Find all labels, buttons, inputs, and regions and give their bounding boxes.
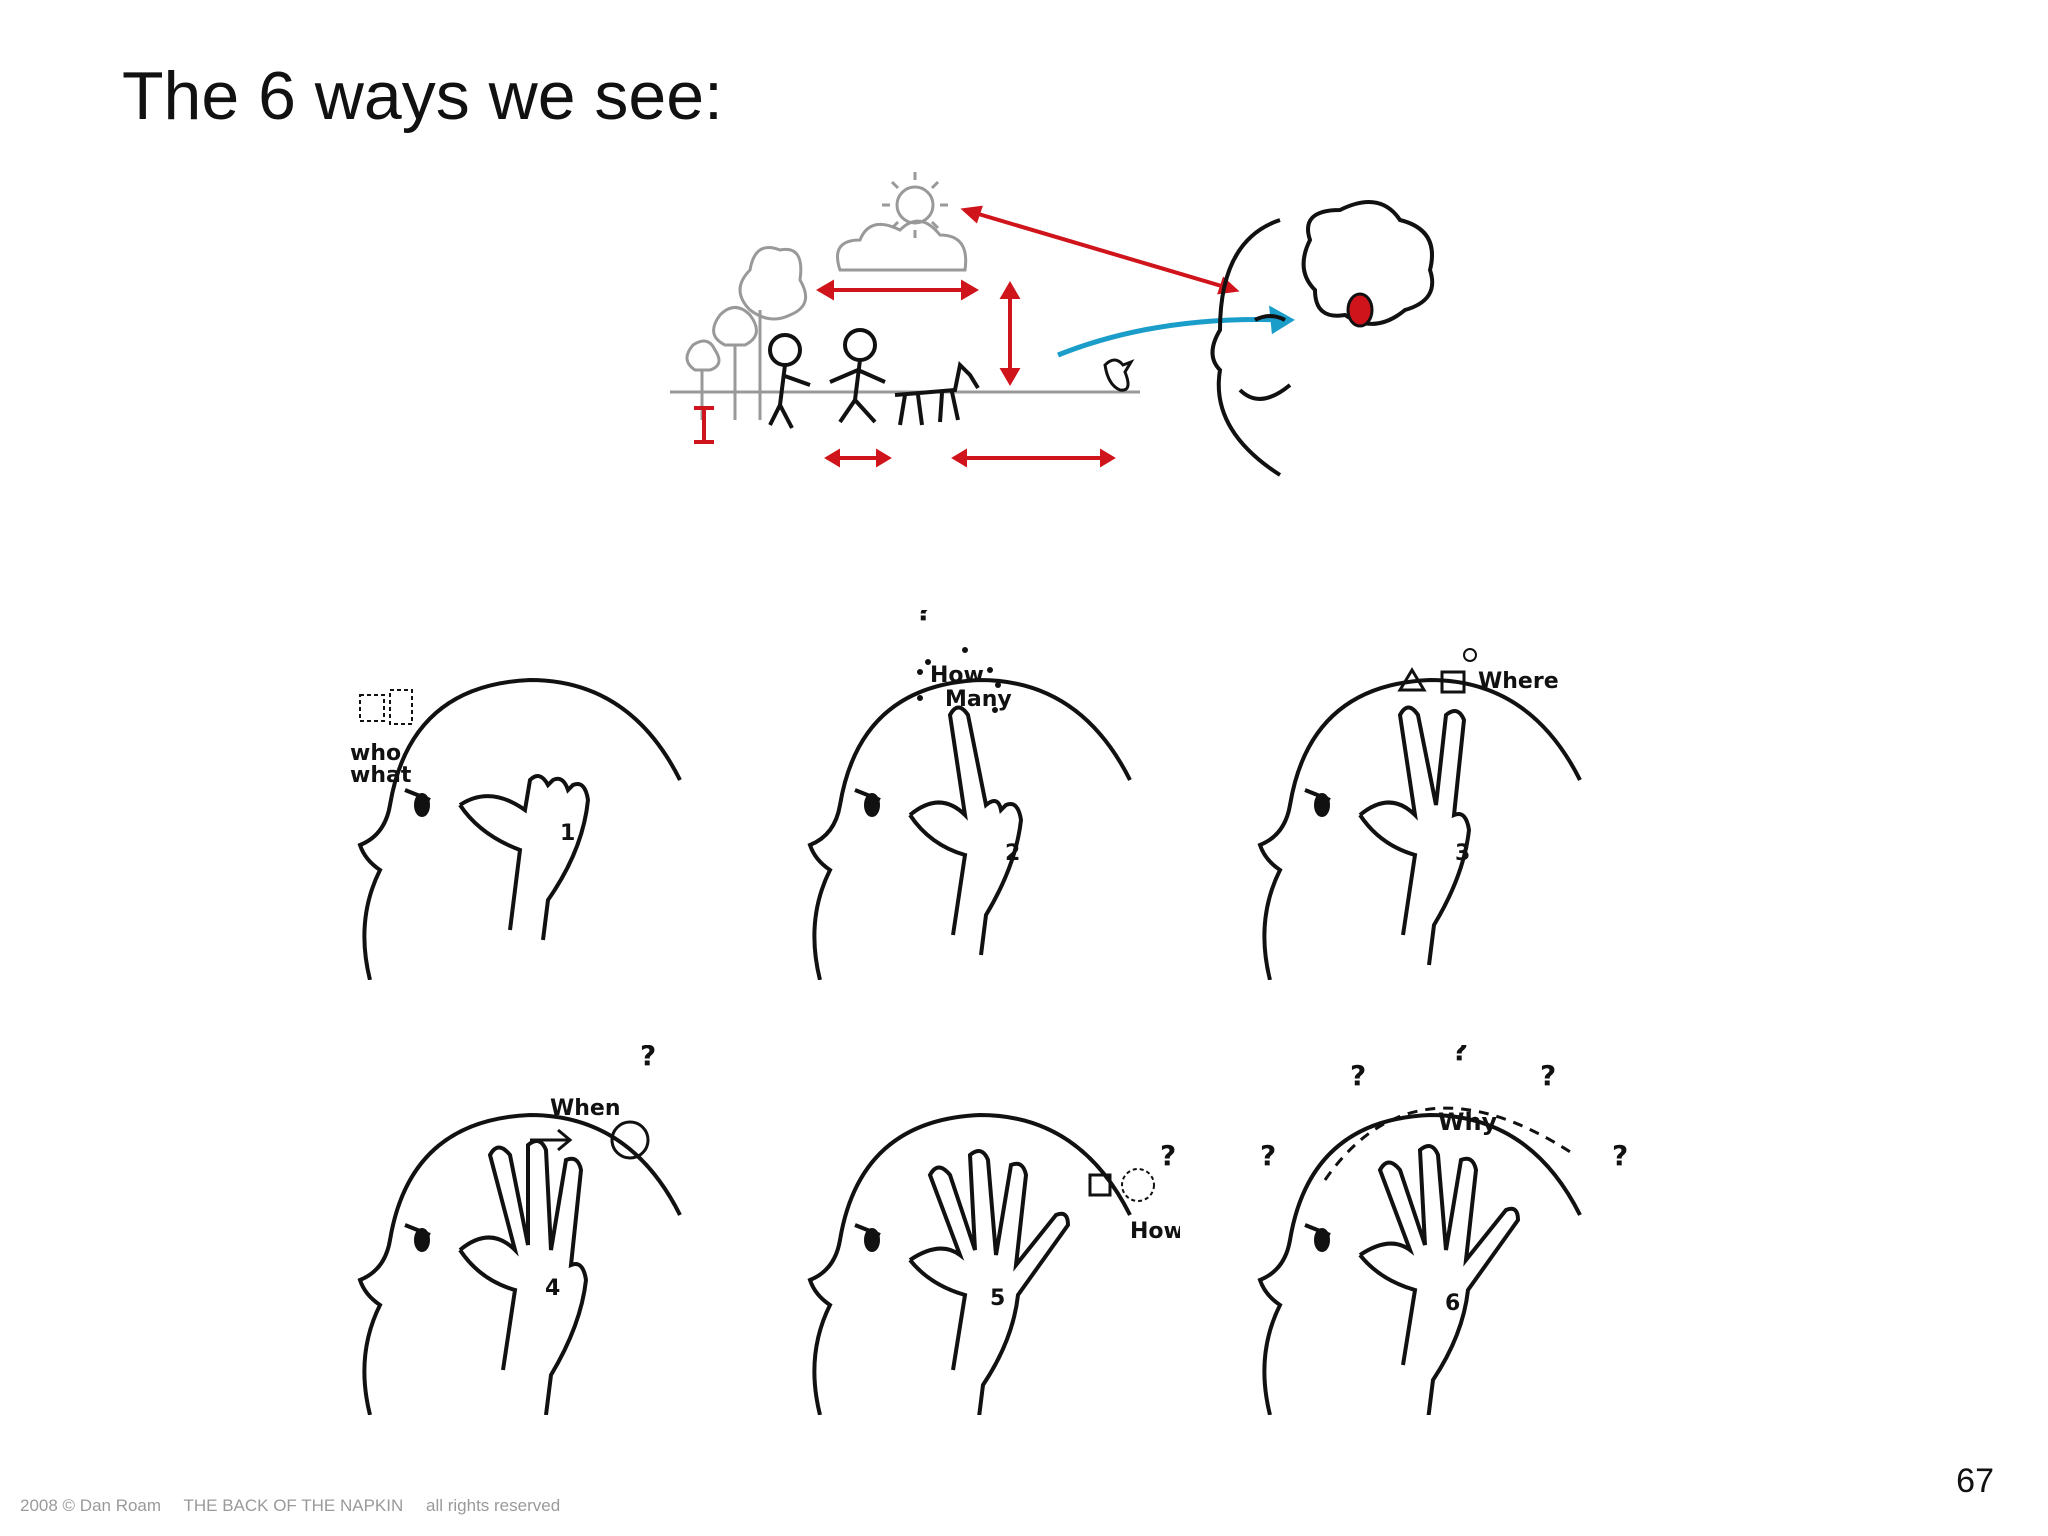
sight-arrow <box>1057 305 1295 358</box>
sun-icon <box>882 172 948 238</box>
panel-5-how: ? How 5 <box>807 1112 1180 1415</box>
head-outline <box>807 677 1132 980</box>
seeing-scene-illustration <box>670 172 1435 477</box>
brain-visual-center <box>1346 292 1374 328</box>
panel-word-1: Why <box>1438 1108 1498 1136</box>
panel-number: 1 <box>560 821 575 846</box>
measure-arrows <box>694 205 1240 468</box>
hand-icon <box>1358 705 1472 966</box>
question-mark: ? <box>916 610 932 627</box>
panel-number: 4 <box>545 1276 560 1301</box>
eye-icon <box>404 788 431 817</box>
panel-4-when: ? When 4 <box>357 1045 682 1415</box>
hand-icon <box>908 1149 1071 1415</box>
footer: 2008 © Dan Roam THE BACK OF THE NAPKIN a… <box>20 1496 578 1516</box>
head-outline <box>1257 1112 1582 1415</box>
head-outline <box>357 677 682 980</box>
panel-number: 2 <box>1005 841 1020 866</box>
head-outline <box>357 1112 682 1415</box>
question-mark: ? <box>1260 1139 1276 1172</box>
hand-icon <box>1358 1144 1521 1415</box>
panel-2-how-many: ? How Many 2 <box>807 610 1132 980</box>
dog-icon <box>894 360 980 426</box>
panel-word-1: who <box>350 741 401 766</box>
question-mark: ? <box>1540 1059 1556 1092</box>
panel-word-2: what <box>350 763 412 788</box>
panel-word-1: How <box>930 663 984 688</box>
question-mark: ? <box>640 1045 656 1072</box>
eye-icon <box>854 1223 881 1252</box>
slide-title: The 6 ways we see: <box>122 58 723 134</box>
hand-icon <box>458 1139 589 1415</box>
panel-word-1: When <box>550 1096 621 1121</box>
panel-word-1: How <box>1130 1219 1180 1244</box>
hand-icon <box>908 705 1024 956</box>
head-outline <box>1257 677 1582 980</box>
page-number: 67 <box>1956 1462 1994 1500</box>
hand-icon <box>458 774 591 941</box>
eye-icon <box>1304 788 1331 817</box>
question-mark: ? <box>1612 1139 1628 1172</box>
panel-number: 3 <box>1455 841 1470 866</box>
question-mark: ? <box>1350 1059 1366 1092</box>
panel-word-2: Many <box>945 687 1012 712</box>
panel-word-1: Where <box>1478 669 1559 694</box>
panel-6-why: ? ? ? ? ? Why 6 <box>1257 1045 1628 1415</box>
footer-copyright: 2008 © Dan Roam <box>20 1496 162 1515</box>
people-icons <box>768 328 980 429</box>
bird-icon <box>1103 358 1135 392</box>
panel-3-where: ? Where 3 <box>1257 648 1582 980</box>
head-outline <box>807 1112 1132 1415</box>
eye-icon <box>854 788 881 817</box>
eye-icon <box>404 1223 431 1252</box>
panel-number: 5 <box>990 1286 1005 1311</box>
question-mark: ? <box>1160 1139 1176 1172</box>
dashed-arc <box>1323 1106 1576 1181</box>
question-mark: ? <box>1452 1045 1468 1067</box>
footer-rights: all rights reserved <box>425 1496 561 1515</box>
eye-icon <box>1304 1223 1331 1252</box>
head-icon <box>1210 200 1435 477</box>
footer-book-title: THE BACK OF THE NAPKIN <box>183 1496 404 1515</box>
cloud-icon <box>836 219 968 272</box>
panel-1-who-what: ? who what 1 <box>350 677 682 980</box>
brain-icon <box>1301 200 1435 326</box>
panel-number: 6 <box>1445 1291 1460 1316</box>
